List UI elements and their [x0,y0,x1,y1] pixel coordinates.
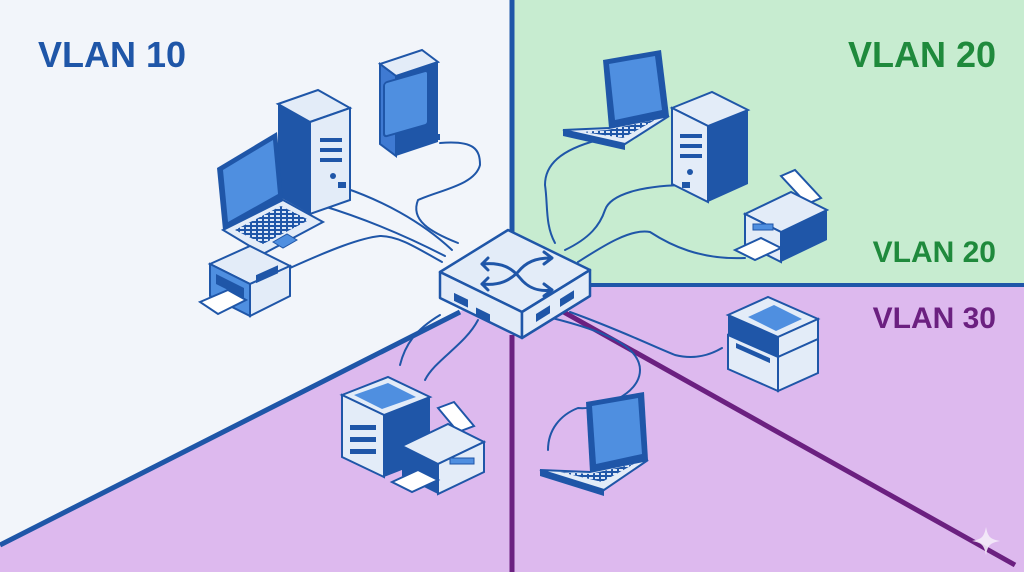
cables [289,139,746,451]
cable-laptop-left [319,204,446,257]
vlan-label-zone-c: VLAN 20 [872,236,996,269]
printer-icon [197,244,293,318]
cable-printer-b [577,230,746,263]
vlan-label-zone-b: VLAN 20 [847,34,996,75]
laptop-icon [562,50,670,150]
tower-server-icon [377,48,441,158]
tower-server-icon [339,375,433,479]
divider-diagonal-right [558,307,1017,568]
cable-printer-left [289,235,443,269]
cable-server-d [399,314,441,366]
cable-copier-d [569,311,723,358]
laptop-icon [217,132,326,256]
cable-server-top [415,141,481,244]
cable-laptop-d [547,317,641,451]
divider-diagonal-left [0,309,462,548]
sparkle-icon [972,527,1000,555]
cable-laptop-b [544,139,599,244]
vlan-label-zone-d: VLAN 30 [872,302,996,335]
cable-server-b [564,184,691,251]
cable-server-left [344,187,453,251]
printer-icon [389,400,487,496]
vlan-label-zone-a: VLAN 10 [38,34,187,75]
cable-printer-d [424,319,479,381]
tower-server-icon [275,88,353,216]
tower-server-icon [669,90,751,204]
network-switch-icon [438,228,592,340]
laptop-icon [539,392,649,496]
printer-icon [732,168,830,264]
copier-icon [725,295,821,393]
